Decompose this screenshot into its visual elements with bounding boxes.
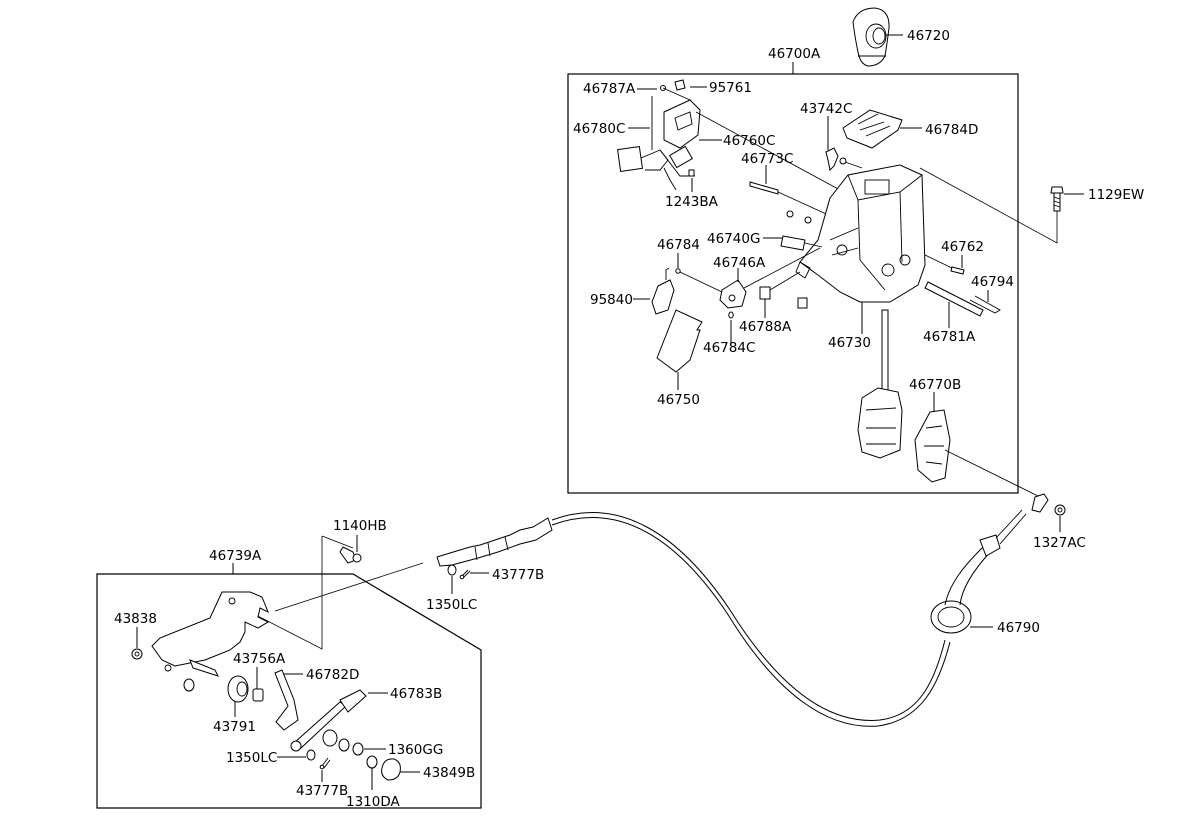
pin-46762-part[interactable] — [950, 266, 965, 275]
label-1350LC-bottom: 1350LC — [226, 750, 277, 766]
ball-46784c-part[interactable] — [728, 311, 734, 319]
label-46720: 46720 — [907, 28, 950, 44]
label-46760C: 46760C — [723, 133, 775, 149]
pivot-shaft-part[interactable] — [183, 659, 219, 692]
bushing-43756a-part[interactable] — [252, 688, 264, 702]
spring-46794-part[interactable] — [969, 295, 1001, 314]
detent-46746a-part[interactable] — [719, 279, 747, 309]
label-1243BA: 1243BA — [665, 194, 719, 210]
label-46781A: 46781A — [923, 329, 976, 345]
label-43756A: 43756A — [233, 651, 286, 667]
label-46780C: 46780C — [573, 121, 625, 137]
label-1327AC: 1327AC — [1033, 535, 1086, 551]
cover-46750-part[interactable] — [656, 309, 703, 373]
bushing-lower-part[interactable] — [322, 729, 350, 752]
connector-part[interactable] — [674, 79, 686, 91]
label-46787A: 46787A — [583, 81, 636, 97]
label-1360GG: 1360GG — [388, 742, 443, 758]
rod-46781a-part[interactable] — [924, 281, 984, 317]
rod-46783b-part[interactable] — [290, 689, 367, 752]
nut-1310da-part[interactable] — [366, 755, 378, 769]
switch-95840-part[interactable] — [651, 267, 675, 315]
bracket-46739a-part[interactable] — [151, 591, 270, 672]
pin-46784-part[interactable] — [675, 268, 681, 274]
label-46700A: 46700A — [768, 46, 821, 62]
label-43849B: 43849B — [423, 765, 475, 781]
cap-part[interactable] — [797, 297, 808, 309]
lower-assembly-frame — [96, 573, 482, 809]
label-46762: 46762 — [941, 239, 984, 255]
pin-46740g-part[interactable] — [780, 235, 806, 251]
label-46788A: 46788A — [739, 319, 792, 335]
label-46730: 46730 — [828, 335, 871, 351]
pin-46773c-part[interactable] — [749, 181, 779, 195]
label-46750: 46750 — [657, 392, 700, 408]
gate-plate-part[interactable] — [914, 409, 951, 483]
washer-1350lc-top-part[interactable] — [447, 564, 457, 576]
label-95761: 95761 — [709, 80, 752, 96]
bolt-1140hb-part[interactable] — [339, 546, 362, 564]
clip-43777b-top-part[interactable] — [459, 569, 471, 580]
screw-1243ba-part[interactable] — [688, 169, 695, 177]
label-46784: 46784 — [657, 237, 700, 253]
control-cable-part[interactable] — [436, 493, 1049, 727]
label-46773C: 46773C — [741, 151, 793, 167]
lever-46782d-part[interactable] — [274, 669, 299, 731]
label-43742C: 43742C — [800, 101, 852, 117]
label-95840: 95840 — [590, 292, 633, 308]
label-1140HB: 1140HB — [333, 518, 387, 534]
label-1310DA: 1310DA — [346, 794, 401, 810]
label-46782D: 46782D — [306, 667, 359, 683]
label-46740G: 46740G — [707, 231, 760, 247]
shift-knob-part[interactable] — [852, 7, 890, 67]
label-46770B: 46770B — [909, 377, 961, 393]
label-46784C: 46784C — [703, 340, 755, 356]
label-46794: 46794 — [971, 274, 1014, 290]
nut-43838-part[interactable] — [131, 648, 143, 660]
label-1350LC-top: 1350LC — [426, 597, 477, 613]
label-46739A: 46739A — [209, 548, 262, 564]
shift-shaft-part[interactable] — [857, 309, 903, 459]
label-43777B-top: 43777B — [492, 567, 544, 583]
bushing-43791-part[interactable] — [227, 675, 249, 703]
cap-43849b-part[interactable] — [381, 758, 401, 781]
nut-1360gg-part[interactable] — [352, 742, 364, 756]
shift-lever-housing-part[interactable] — [795, 164, 926, 303]
nut-1327ac-part[interactable] — [1054, 504, 1066, 516]
bracket-43742c-part[interactable] — [825, 147, 847, 172]
shift-lock-solenoid-part[interactable] — [617, 96, 701, 191]
label-43791: 43791 — [213, 719, 256, 735]
bushing-46788a-part[interactable] — [759, 286, 771, 300]
label-43777B-bottom: 43777B — [296, 783, 348, 799]
indicator-plate-part[interactable] — [842, 109, 903, 149]
clip-43777b-bottom-part[interactable] — [319, 757, 331, 770]
bolt-1129ew-part[interactable] — [1050, 186, 1064, 212]
label-1129EW: 1129EW — [1088, 187, 1144, 203]
label-46746A: 46746A — [713, 255, 766, 271]
washer-1350lc-bottom-part[interactable] — [306, 749, 316, 761]
label-46790: 46790 — [997, 620, 1040, 636]
label-46783B: 46783B — [390, 686, 442, 702]
label-43838: 43838 — [114, 611, 157, 627]
label-46784D: 46784D — [925, 122, 978, 138]
